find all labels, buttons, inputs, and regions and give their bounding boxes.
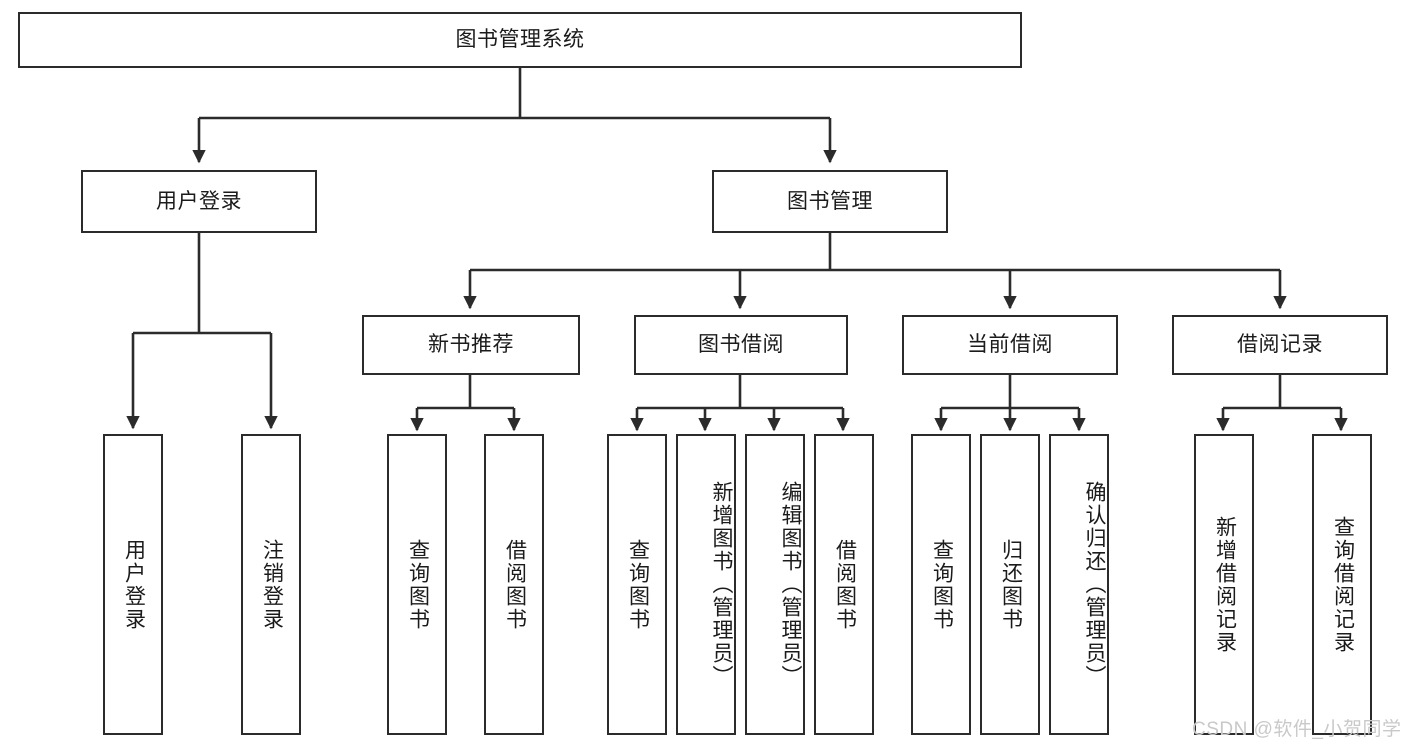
- node-label: 借阅图书: [503, 538, 527, 631]
- node-label: 图书管理: [787, 189, 873, 213]
- node-label: 编辑图书（管理员）: [779, 481, 802, 688]
- node-root-book-management-system[interactable]: 图书管理系统: [18, 12, 1022, 68]
- node-label: 借阅记录: [1237, 333, 1323, 357]
- leaf-add-book-admin[interactable]: 新增图书（管理员）: [676, 434, 736, 735]
- leaf-return-book[interactable]: 归还图书: [980, 434, 1040, 735]
- node-label: 借阅图书: [833, 538, 857, 631]
- node-label: 查询图书: [930, 538, 954, 631]
- leaf-query-book-borrow[interactable]: 查询图书: [607, 434, 667, 735]
- leaf-confirm-return-admin[interactable]: 确认归还（管理员）: [1049, 434, 1109, 735]
- node-label: 图书借阅: [698, 333, 784, 357]
- node-borrow-record[interactable]: 借阅记录: [1172, 315, 1388, 375]
- node-label: 查询图书: [406, 538, 430, 631]
- node-label: 当前借阅: [967, 333, 1053, 357]
- leaf-edit-book-admin[interactable]: 编辑图书（管理员）: [745, 434, 805, 735]
- node-label: 用户登录: [156, 189, 242, 213]
- node-book-management[interactable]: 图书管理: [712, 170, 948, 233]
- node-label: 查询借阅记录: [1331, 515, 1355, 654]
- node-current-borrow[interactable]: 当前借阅: [902, 315, 1118, 375]
- node-label: 查询图书: [626, 538, 650, 631]
- node-new-book-recommend[interactable]: 新书推荐: [362, 315, 580, 375]
- leaf-user-login[interactable]: 用户登录: [103, 434, 163, 735]
- leaf-logout[interactable]: 注销登录: [241, 434, 301, 735]
- leaf-add-borrow-record[interactable]: 新增借阅记录: [1194, 434, 1254, 735]
- node-label: 新增图书（管理员）: [710, 481, 733, 688]
- node-user-login[interactable]: 用户登录: [81, 170, 317, 233]
- node-label: 新增借阅记录: [1213, 515, 1237, 654]
- node-label: 注销登录: [260, 538, 284, 631]
- node-book-borrow[interactable]: 图书借阅: [634, 315, 848, 375]
- leaf-query-book-recommend[interactable]: 查询图书: [387, 434, 447, 735]
- node-label: 新书推荐: [428, 333, 514, 357]
- leaf-borrow-book-recommend[interactable]: 借阅图书: [484, 434, 544, 735]
- node-label: 图书管理系统: [455, 28, 585, 52]
- node-label: 确认归还（管理员）: [1083, 481, 1106, 688]
- leaf-query-book-current[interactable]: 查询图书: [911, 434, 971, 735]
- watermark-text: CSDN @软件_小贺同学: [1192, 719, 1402, 740]
- leaf-borrow-book[interactable]: 借阅图书: [814, 434, 874, 735]
- node-label: 归还图书: [999, 538, 1023, 631]
- leaf-query-borrow-record[interactable]: 查询借阅记录: [1312, 434, 1372, 735]
- node-label: 用户登录: [122, 538, 146, 631]
